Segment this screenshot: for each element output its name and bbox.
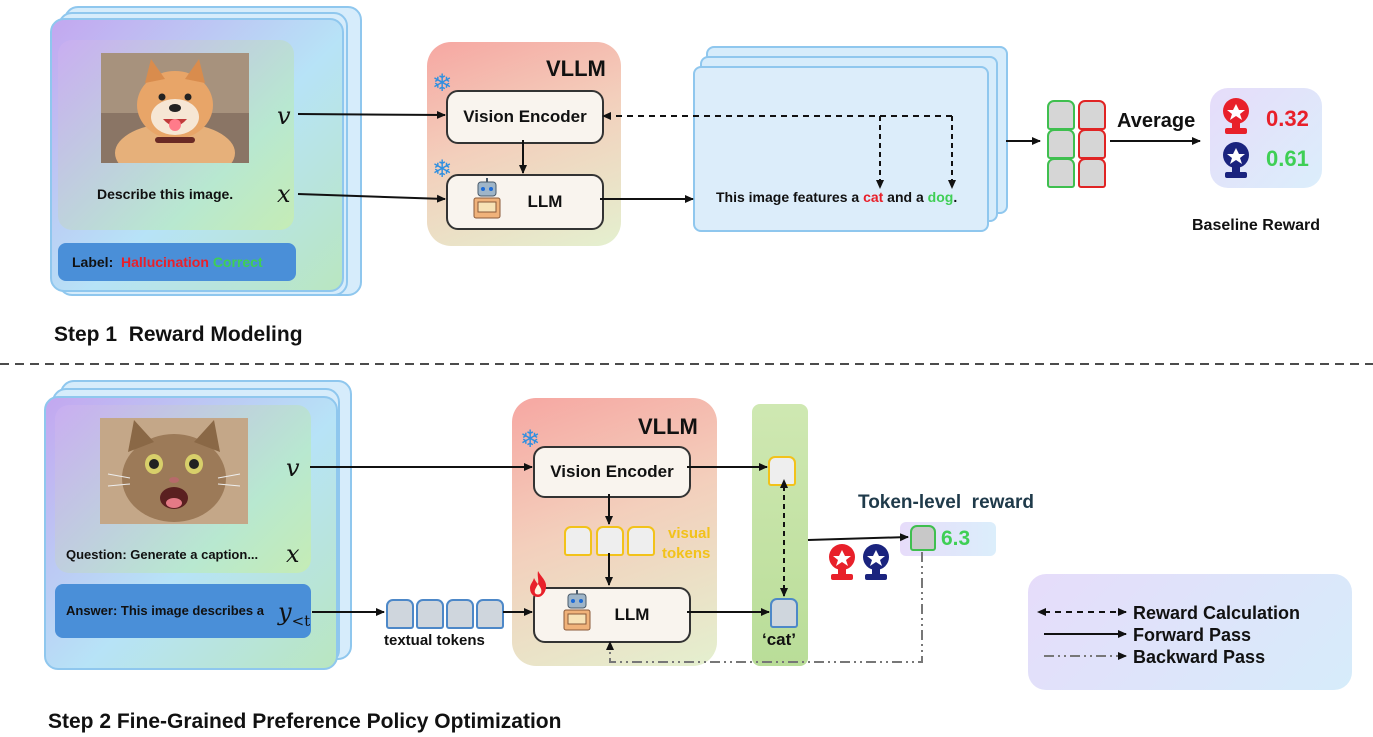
visual-token: [627, 526, 655, 556]
x-symbol: x: [277, 180, 291, 208]
arrow-x-to-llm: [297, 193, 446, 203]
cat-photo: [100, 418, 248, 524]
x-symbol: x: [286, 540, 300, 568]
vllm-title-step2: VLLM: [638, 414, 698, 439]
legend-panel: [1028, 574, 1352, 690]
label-box: Label: Hallucination Correct: [58, 243, 296, 281]
visual-tokens-line2: tokens: [662, 545, 711, 562]
arrow-v-to-encoder: [297, 110, 446, 119]
output-sentence: This image features a cat and a dog.: [716, 189, 957, 205]
reward-model-icon: [1220, 96, 1252, 141]
output-cat: cat: [863, 189, 884, 205]
llm-step2: LLM: [533, 587, 691, 643]
step1-prompt: Describe this image.: [97, 186, 234, 202]
reward-model-icon: [1220, 140, 1252, 189]
llm-label: LLM: [614, 605, 650, 624]
y-symbol: y<t: [278, 598, 310, 630]
output-end: .: [953, 189, 958, 205]
output-card-front: [693, 66, 989, 232]
y-letter: y: [278, 598, 292, 626]
average-label: Average: [1117, 110, 1196, 132]
snowflake-icon: ❄: [520, 426, 541, 453]
snowflake-icon: ❄: [432, 70, 453, 97]
arrow-to-token-reward: [807, 533, 909, 542]
legend-forward: Forward Pass: [1133, 625, 1252, 645]
dog-photo: [101, 53, 249, 163]
question-text: Question: Generate a caption...: [66, 547, 259, 562]
step1-heading: Step 1 Reward Modeling: [54, 323, 303, 346]
reward-model-icon: [860, 542, 892, 589]
llm-step1: LLM: [446, 174, 604, 230]
score-red: 0.32: [1266, 106, 1309, 131]
token-red: [1078, 100, 1106, 130]
y-subscript: <t: [291, 611, 311, 630]
snowflake-icon: ❄: [432, 156, 453, 183]
output-mid: and a: [883, 189, 928, 205]
visual-token: [564, 526, 592, 556]
score-green: 0.61: [1266, 146, 1309, 171]
vllm-title-step1: VLLM: [546, 56, 606, 81]
answer-text: Answer: This image describes a: [66, 603, 264, 618]
textual-tokens-label: textual tokens: [384, 632, 485, 649]
textual-token: [416, 599, 444, 629]
answer-box: [55, 584, 311, 638]
vision-encoder-label: Vision Encoder: [550, 462, 674, 481]
label-correct: Correct: [212, 254, 263, 270]
output-prefix: This image features a: [716, 189, 864, 205]
token-reward-title: Token-level reward: [858, 492, 1034, 513]
textual-token: [446, 599, 474, 629]
fire-icon: [528, 570, 548, 603]
v-symbol: v: [277, 102, 291, 130]
reward-token: [910, 525, 936, 551]
legend-backward: Backward Pass: [1133, 647, 1266, 667]
vision-encoder-step1: Vision Encoder: [446, 90, 604, 144]
textual-token-target: [770, 598, 798, 628]
baseline-reward-label: Baseline Reward: [1192, 217, 1321, 234]
textual-token: [476, 599, 504, 629]
backward-pass-line: [606, 552, 923, 663]
visual-token: [596, 526, 624, 556]
robot-icon: [560, 590, 594, 639]
label-hallucination: Hallucination: [121, 254, 209, 270]
cat-quote: ‘cat’: [762, 630, 797, 649]
output-dog: dog: [927, 189, 954, 205]
reward-model-icon: [826, 542, 858, 589]
token-reward-value: 6.3: [941, 527, 971, 550]
v-symbol: v: [286, 454, 300, 482]
vision-encoder-label: Vision Encoder: [463, 107, 587, 126]
robot-icon: [470, 178, 504, 227]
token-red: [1078, 158, 1106, 188]
legend-reward-calc: Reward Calculation: [1133, 603, 1301, 623]
textual-token: [386, 599, 414, 629]
llm-label: LLM: [527, 192, 563, 211]
visual-tokens-label: visual tokens: [662, 524, 711, 564]
token-green: [1047, 158, 1075, 188]
label-prefix: Label:: [72, 254, 114, 270]
step2-heading: Step 2 Fine-Grained Preference Policy Op…: [48, 710, 562, 733]
vision-encoder-step2: Vision Encoder: [533, 446, 691, 498]
visual-tokens-line1: visual: [668, 525, 711, 542]
